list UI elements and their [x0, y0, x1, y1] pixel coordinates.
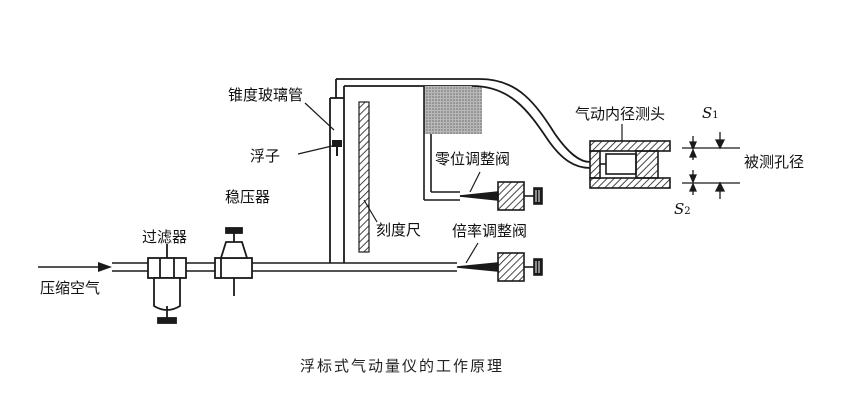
label-tapered-tube: 锥度玻璃管 — [228, 86, 304, 104]
scale — [358, 101, 370, 253]
float — [332, 140, 342, 156]
zero-valve — [459, 181, 543, 211]
label-s1: S1 — [702, 104, 719, 122]
probe-hose — [471, 78, 591, 169]
label-bore: 被测孔径 — [744, 153, 805, 171]
label-zero-valve: 零位调整阀 — [435, 150, 511, 168]
label-filter: 过滤器 — [142, 228, 188, 246]
figure-caption: 浮标式气动量仪的工作原理 — [300, 357, 505, 375]
regulator — [214, 227, 253, 296]
inlet-arrow — [38, 262, 112, 272]
pneumatic-probe — [589, 140, 671, 189]
leader-lines — [297, 102, 623, 264]
label-scale: 刻度尺 — [376, 221, 422, 239]
label-compressed-air: 压缩空气 — [40, 279, 101, 297]
label-s2: S2 — [674, 200, 691, 218]
label-regulator: 稳压器 — [225, 188, 271, 206]
supply-pipe — [112, 262, 457, 272]
label-probe: 气动内径测头 — [575, 105, 666, 123]
filter — [147, 244, 187, 324]
pressure-chamber — [423, 86, 482, 201]
gap-dimension — [682, 132, 740, 199]
label-ratio-valve: 倍率调整阀 — [452, 222, 528, 240]
ratio-valve — [456, 252, 543, 282]
label-float: 浮子 — [250, 147, 281, 165]
